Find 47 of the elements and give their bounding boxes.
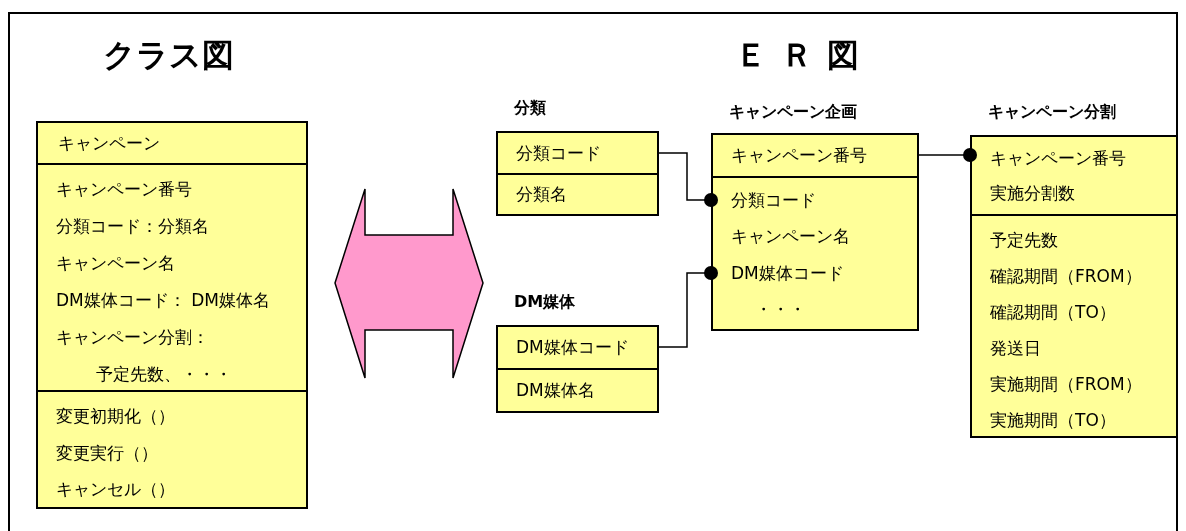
field-text: 変更初期化（） [56,405,175,428]
field-text: キャンペーン名 [56,252,175,275]
relationship-line [658,266,718,348]
field-text: ・・・ [755,297,806,321]
field-text: キャンペーン番号 [731,144,867,167]
field-text: キャンペーン番号 [990,147,1126,170]
entity-name: DM媒体 [514,292,576,313]
field-text: DM媒体コード [731,261,844,285]
entity-box [496,173,659,216]
field-text: 分類コード [731,189,816,212]
relationship-line [658,152,718,207]
field-text: DM媒体名 [516,379,595,402]
field-text: 分類名 [516,183,567,206]
field-text: キャンペーン名 [731,225,850,249]
field-text: キャンペーン分割： [56,326,209,349]
entity-key-box [970,135,1178,216]
field-text: 実施分割数 [990,182,1075,205]
field-text: 変更実行（） [56,441,158,465]
entity-name: キャンペーン分割 [988,102,1116,123]
entity-name: キャンペーン企画 [729,102,857,123]
entity-box [496,368,659,413]
field-text: DM媒体コード： DM媒体名 [56,289,270,312]
entity-name: 分類 [514,98,546,119]
field-text: キャンペーン番号 [56,178,192,201]
attribute-compartment [36,163,308,392]
diagram-heading: ＥＲ図 [735,35,873,76]
entity-attribute-box [970,214,1178,438]
field-text: キャンセル（） [56,478,175,501]
field-text: 分類コード [516,142,601,165]
field-text: 確認期間（FROM） [990,265,1142,288]
field-text: 予定先数 [990,229,1058,252]
field-text: 発送日 [990,337,1041,360]
field-text: DM媒体コード [516,336,629,359]
field-text: 実施期間（FROM） [990,373,1142,396]
field-text: 実施期間（TO） [990,409,1116,432]
entity-attribute-box [711,176,919,331]
class-name-compartment [36,121,308,165]
operation-compartment [36,390,308,509]
entity-key-box [711,133,919,178]
diagram-heading: クラス図 [103,35,234,76]
field-text: 予定先数、・・・ [96,363,232,386]
relationship-line [918,148,977,162]
field-text: キャンペーン [58,132,160,155]
entity-box [496,131,659,175]
field-text: 確認期間（TO） [990,301,1116,324]
entity-box [496,325,659,370]
field-text: 分類コード：分類名 [56,215,209,238]
